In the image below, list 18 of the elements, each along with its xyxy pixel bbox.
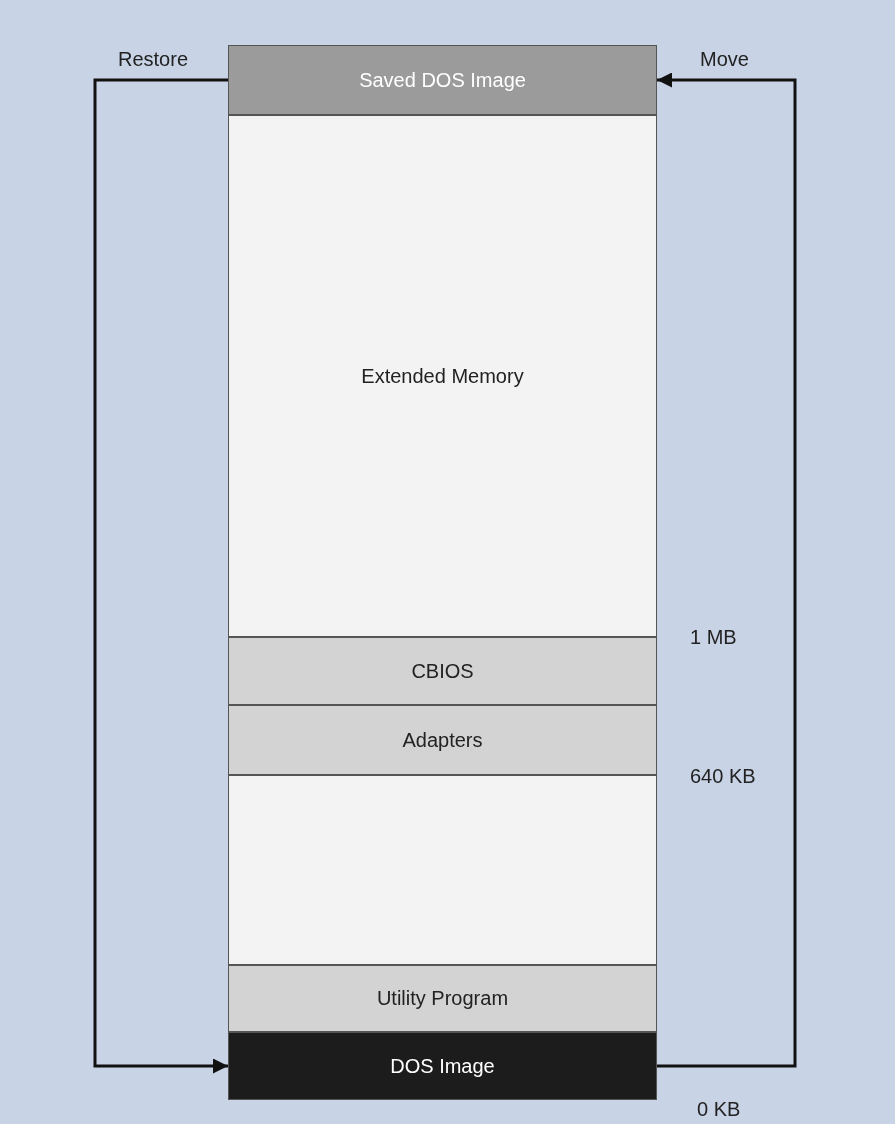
memory-segment bbox=[228, 115, 657, 637]
segment-label: Adapters bbox=[402, 728, 483, 752]
segment-label: CBIOS bbox=[411, 659, 474, 683]
segment-label: Utility Program bbox=[376, 987, 509, 1010]
memory-segment bbox=[228, 775, 657, 965]
segment-label: Extended Memory bbox=[361, 364, 524, 388]
arrow bbox=[93, 78, 228, 1074]
memory-segment bbox=[228, 705, 657, 775]
arrow bbox=[657, 72, 797, 1068]
memory-segment bbox=[228, 45, 657, 115]
segment-label: DOS Image bbox=[390, 1054, 495, 1078]
address-label: 1 MB bbox=[690, 626, 737, 649]
address-label: 640 KB bbox=[690, 765, 756, 788]
address-label: 0 KB bbox=[697, 1098, 741, 1121]
memory-segment bbox=[228, 965, 657, 1032]
memory-segment bbox=[228, 1032, 657, 1100]
segment-label: Saved DOS Image bbox=[359, 68, 526, 92]
memory-segment bbox=[228, 637, 657, 705]
